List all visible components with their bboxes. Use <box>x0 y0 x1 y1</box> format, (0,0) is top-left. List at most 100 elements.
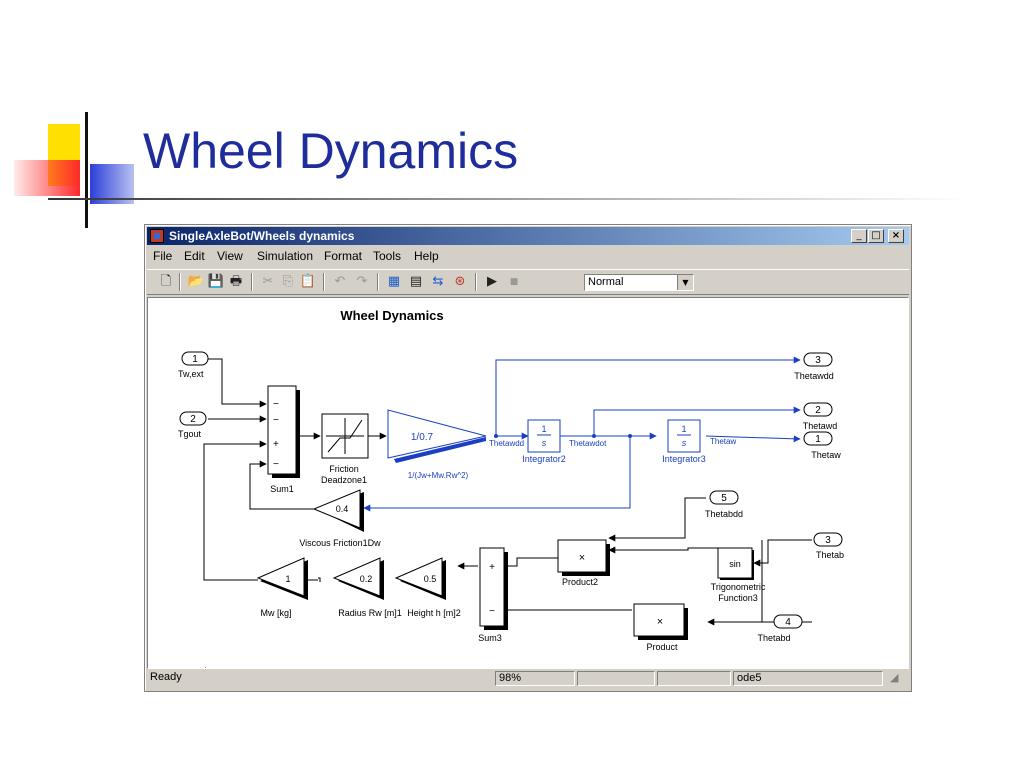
product2-block[interactable]: × Product2 <box>557 539 610 587</box>
simulation-mode-select[interactable]: Normal ▼ <box>584 274 694 291</box>
outport-thetawd[interactable]: 2 Thetawd <box>803 402 838 431</box>
viscous-friction-label: Viscous Friction1Dw <box>299 538 381 548</box>
window-titlebar[interactable]: SingleAxleBot/Wheels dynamics _ □ × <box>147 227 909 245</box>
menu-view[interactable]: View <box>217 249 243 263</box>
toolbar-separator <box>475 273 477 291</box>
cut-icon[interactable]: ✂ <box>262 274 274 289</box>
trig-function-text: sin <box>729 559 741 569</box>
undo-icon[interactable]: ↶ <box>334 274 346 289</box>
mw-gain-block[interactable]: 1 Mw [kg] <box>256 557 308 618</box>
go-to-parent-icon[interactable]: ⇆ <box>432 274 444 289</box>
sum1-sign: − <box>273 399 279 410</box>
menu-bar: File Edit View Simulation Format Tools H… <box>147 246 909 266</box>
inport-thetabd[interactable]: 4 Thetabd <box>757 614 803 643</box>
sum1-block[interactable]: − − + − Sum1 <box>267 385 300 494</box>
model-browser-icon[interactable]: ▤ <box>409 274 423 289</box>
integrator3-denominator: s <box>682 438 687 448</box>
sum3-block[interactable]: + − Sum3 <box>478 547 508 643</box>
print-icon[interactable]: 🖶 <box>229 274 243 289</box>
outport-thetawdd[interactable]: 3 Thetawdd <box>794 352 834 381</box>
menu-simulation[interactable]: Simulation <box>257 249 314 263</box>
slide-title: Wheel Dynamics <box>143 123 519 179</box>
inertia-gain-block[interactable]: 1/0.7 1/(Jw+Mw.Rw^2) <box>387 409 487 480</box>
window-title: SingleAxleBot/Wheels dynamics <box>169 229 355 243</box>
sum1-sign: + <box>273 439 279 450</box>
inport-thetab[interactable]: 3 Thetab <box>813 532 844 560</box>
maximize-button[interactable]: □ <box>868 229 884 243</box>
chevron-down-icon[interactable]: ▼ <box>677 275 693 290</box>
close-button[interactable]: × <box>888 229 904 243</box>
height-gain-block[interactable]: 0.5 Height h [m]2 <box>394 557 461 618</box>
inport-1[interactable]: 1 Tw,ext <box>178 351 209 379</box>
open-folder-icon[interactable]: 📂 <box>187 274 205 289</box>
friction-deadzone-block[interactable]: Friction Deadzone1 <box>321 413 369 485</box>
zoom-level: 98% <box>495 671 575 686</box>
sum3-label: Sum3 <box>478 633 502 643</box>
inport-thetabd-label: Thetabd <box>757 633 790 643</box>
rw-gain-block[interactable]: 0.2 Radius Rw [m]1 <box>332 557 402 618</box>
outport-thetabdd-label: Thetabdd <box>705 509 743 519</box>
product-block[interactable]: × Product <box>633 603 688 652</box>
inport-2-label: Tgout <box>178 429 202 439</box>
inport-2[interactable]: 2 Tgout <box>178 411 207 439</box>
save-icon[interactable]: 💾 <box>207 274 225 289</box>
copy-icon[interactable]: ⎘ <box>282 274 294 289</box>
mw-gain-value: 1 <box>285 574 290 584</box>
viscous-friction-gain-block[interactable]: 0.4 Viscous Friction1Dw <box>299 489 381 548</box>
wire <box>203 440 267 581</box>
integrator2-block[interactable]: 1 s Integrator2 <box>522 419 566 464</box>
inport-thetab-label: Thetab <box>816 550 844 560</box>
menu-tools[interactable]: Tools <box>373 249 402 263</box>
wire <box>761 540 774 623</box>
friction-label-line1: Friction <box>329 464 359 474</box>
toolbar-separator <box>377 273 379 291</box>
signal-wire <box>593 406 801 436</box>
paste-icon[interactable]: 📋 <box>299 274 317 289</box>
integrator3-numerator: 1 <box>681 424 686 434</box>
minimize-button[interactable]: _ <box>851 229 867 243</box>
redo-icon[interactable]: ↷ <box>356 274 368 289</box>
signal-label-thetawdot: Thetawdot <box>569 439 607 448</box>
library-browser-icon[interactable]: ▦ <box>387 274 401 289</box>
model-canvas[interactable]: Wheel Dynamics <box>147 297 909 669</box>
height-gain-label: Height h [m]2 <box>407 608 461 618</box>
wire <box>608 546 718 554</box>
new-doc-icon[interactable]: 🗋 <box>160 274 172 289</box>
signal-label-thetawdd: Thetawdd <box>489 439 524 448</box>
integrator2-numerator: 1 <box>541 424 546 434</box>
integrator3-block[interactable]: 1 s Integrator3 <box>662 419 706 464</box>
menu-help[interactable]: Help <box>414 249 439 263</box>
outport-thetabdd[interactable]: 5 Thetabdd <box>705 490 743 519</box>
resize-grip-icon[interactable]: ◢ <box>890 671 899 684</box>
outport-thetaw[interactable]: 1 Thetaw <box>803 431 841 460</box>
simulink-app-icon[interactable] <box>150 229 164 243</box>
status-text: Ready <box>150 671 182 683</box>
menu-file[interactable]: File <box>153 249 173 263</box>
status-cell <box>657 671 731 686</box>
trig-label-line1: Trigonometric <box>711 582 766 592</box>
rw-gain-label: Radius Rw [m]1 <box>338 608 402 618</box>
slide-decoration-red-square <box>14 160 80 196</box>
debug-icon[interactable]: ⊛ <box>454 274 466 289</box>
trig-label-line2: Function3 <box>718 593 758 603</box>
trig-function-block[interactable]: sin Trigonometric Function3 <box>711 547 766 603</box>
signal-label-thetaw: Thetaw <box>710 437 736 446</box>
menu-edit[interactable]: Edit <box>184 249 205 263</box>
outport-thetawd-label: Thetawd <box>803 421 838 431</box>
diagram-title: Wheel Dynamics <box>340 308 443 323</box>
status-cell <box>577 671 655 686</box>
product2-symbol: × <box>579 552 585 564</box>
sum3-sign: − <box>489 606 495 617</box>
menu-format[interactable]: Format <box>324 249 363 263</box>
outport-thetaw-label: Thetaw <box>811 450 841 460</box>
toolbar-separator <box>251 273 253 291</box>
rw-gain-value: 0.2 <box>360 574 373 584</box>
slide-decoration-vertical-line <box>85 112 88 228</box>
stop-simulation-icon[interactable]: ■ <box>509 277 519 287</box>
simulation-mode-value: Normal <box>588 276 624 288</box>
product-symbol: × <box>657 616 663 628</box>
start-simulation-icon[interactable]: ▶ <box>487 274 497 289</box>
solver-name: ode5 <box>733 671 883 686</box>
inport-thetab-number: 3 <box>825 535 831 546</box>
simulink-window: SingleAxleBot/Wheels dynamics _ □ × File… <box>144 224 912 692</box>
